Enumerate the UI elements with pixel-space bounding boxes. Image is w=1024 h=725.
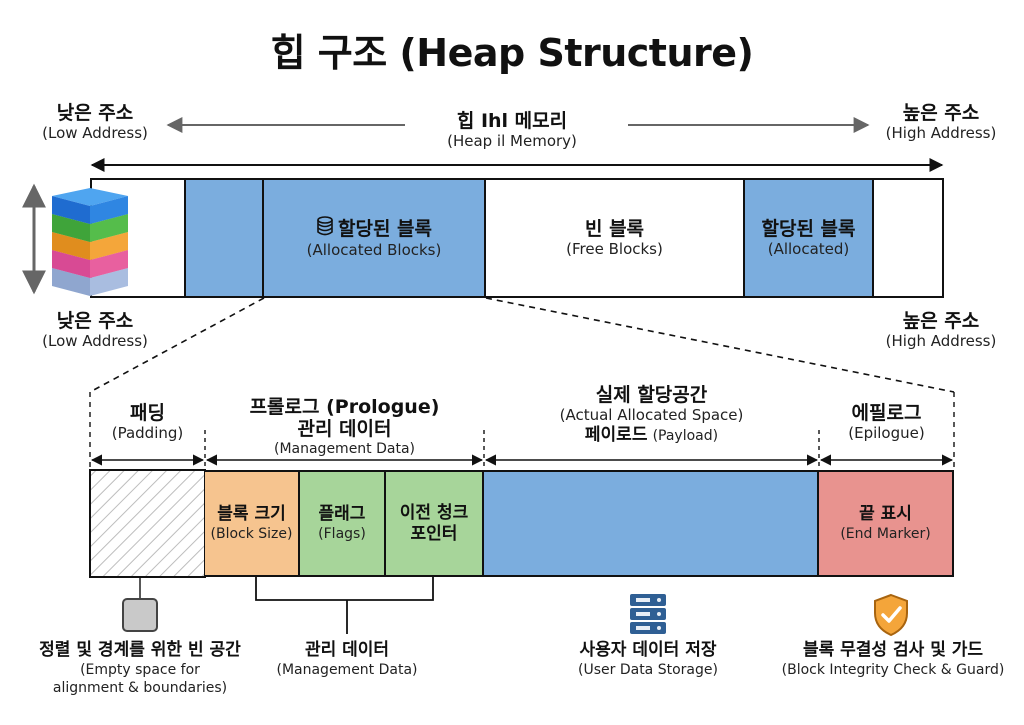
shield-check-icon: [872, 593, 910, 641]
allocated-blocks-segment: 할당된 블록 (Allocated Blocks): [264, 178, 486, 298]
block-size-field: 블록 크기 (Block Size): [205, 470, 300, 577]
bottom-low-address: 낮은 주소 (Low Address): [42, 310, 148, 350]
gray-square-icon: [121, 597, 159, 637]
user-data-legend: 사용자 데이터 저장 (User Data Storage): [578, 640, 718, 678]
top-high-address: 높은 주소 (High Address): [885, 102, 997, 142]
memory-bar-end: [874, 178, 944, 298]
memory-bar-allocated-small: [186, 178, 264, 298]
padding-block: [89, 469, 206, 578]
prologue-header: 프롤로그 (Prologue) 관리 데이터 (Management Data): [249, 396, 440, 457]
alignment-legend: 정렬 및 경계를 위한 빈 공간 (Empty space for alignm…: [39, 640, 241, 696]
database-icon: [316, 216, 334, 241]
top-low-address: 낮은 주소 (Low Address): [42, 102, 148, 142]
integrity-legend: 블록 무결성 검사 및 가드 (Block Integrity Check & …: [781, 640, 1005, 678]
epilogue-header: 에필로그 (Epilogue): [848, 402, 925, 442]
server-icon: [628, 592, 668, 640]
flags-field: 플래그 (Flags): [300, 470, 386, 577]
end-marker-field: 끝 표시 (End Marker): [819, 470, 954, 577]
payload-header: 실제 할당공간 (Actual Allocated Space) 페이로드 (P…: [559, 384, 744, 445]
management-legend: 관리 데이터 (Management Data): [276, 640, 418, 678]
padding-header: 패딩 (Padding): [111, 402, 184, 442]
prev-chunk-pointer-field: 이전 청크 포인터: [386, 470, 484, 577]
bottom-high-address: 높은 주소 (High Address): [885, 310, 997, 350]
page-title: 힙 구조 (Heap Structure): [270, 31, 754, 75]
allocated-right-segment: 할당된 블록 (Allocated): [745, 178, 874, 298]
memory-stack-icon: [48, 182, 132, 302]
free-blocks-segment: 빈 블록 (Free Blocks): [486, 178, 745, 298]
payload-block: [484, 470, 819, 577]
heap-memory-label: 힙 Ihl 메모리 (Heap il Memory): [447, 110, 577, 150]
